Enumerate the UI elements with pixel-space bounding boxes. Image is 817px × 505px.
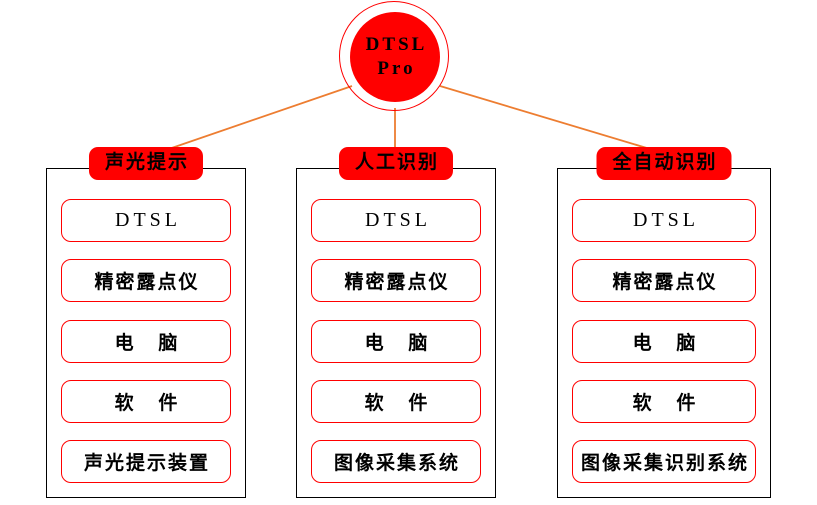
- group-item-list-2: DTSL 精密露点仪 电 脑 软 件 图像采集系统: [297, 169, 495, 497]
- group-item-list-1: DTSL 精密露点仪 电 脑 软 件 声光提示装置: [47, 169, 245, 497]
- list-item[interactable]: 声光提示装置: [61, 440, 231, 483]
- root-node-disc: DTSL Pro: [350, 12, 440, 102]
- list-item[interactable]: 电 脑: [572, 319, 756, 363]
- list-item[interactable]: 精密露点仪: [61, 259, 231, 303]
- connector-root-to-group-1: [159, 85, 353, 153]
- list-item[interactable]: 软 件: [61, 379, 231, 423]
- group-item-list-3: DTSL 精密露点仪 电 脑 软 件 图像采集识别系统: [558, 169, 770, 497]
- group-header-1[interactable]: 声光提示: [88, 147, 204, 180]
- list-item[interactable]: 图像采集系统: [311, 440, 481, 483]
- group-column-2[interactable]: 人工识别 DTSL 精密露点仪 电 脑 软 件 图像采集系统: [296, 147, 496, 498]
- list-item[interactable]: 图像采集识别系统: [572, 440, 756, 483]
- group-column-3[interactable]: 全自动识别 DTSL 精密露点仪 电 脑 软 件 图像采集识别系统: [557, 147, 771, 498]
- list-item[interactable]: 软 件: [311, 379, 481, 423]
- list-item[interactable]: DTSL: [61, 199, 231, 242]
- root-node-dtsl-pro[interactable]: DTSL Pro: [339, 1, 451, 113]
- list-item[interactable]: DTSL: [311, 199, 481, 242]
- list-item[interactable]: 电 脑: [61, 319, 231, 363]
- root-node-label-line2: Pro: [377, 58, 416, 79]
- root-node-label-line1: DTSL: [365, 34, 428, 56]
- list-item[interactable]: 精密露点仪: [311, 259, 481, 303]
- list-item[interactable]: 电 脑: [311, 319, 481, 363]
- list-item[interactable]: 精密露点仪: [572, 259, 756, 303]
- list-item[interactable]: 软 件: [572, 379, 756, 423]
- group-header-3[interactable]: 全自动识别: [596, 147, 732, 180]
- root-node-ring: [339, 1, 449, 111]
- connector-root-to-group-3: [439, 85, 661, 153]
- list-item[interactable]: DTSL: [572, 199, 756, 242]
- group-column-1[interactable]: 声光提示 DTSL 精密露点仪 电 脑 软 件 声光提示装置: [46, 147, 246, 498]
- group-header-2[interactable]: 人工识别: [338, 147, 454, 180]
